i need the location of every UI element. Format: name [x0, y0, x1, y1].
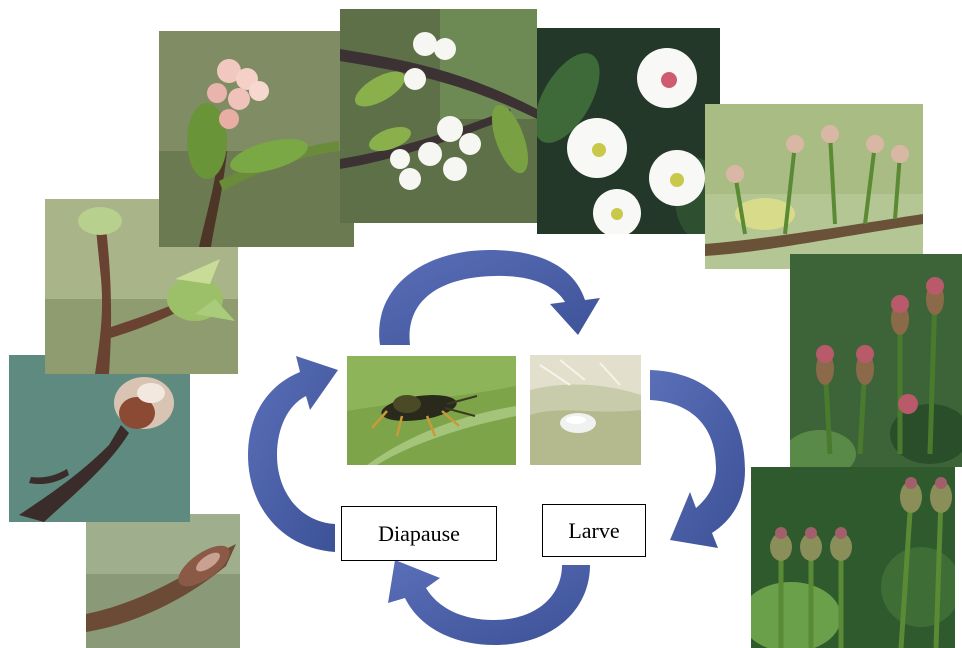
arrow-left	[248, 356, 338, 552]
arrow-right	[650, 370, 745, 548]
arrow-top	[379, 250, 600, 345]
pear-petal-fall-photo	[705, 104, 923, 269]
sawfly-egg-photo	[530, 355, 641, 465]
pear-bud-swelling-photo	[9, 355, 190, 522]
pear-blossom-branch-photo	[340, 9, 537, 223]
pear-full-bloom-photo	[537, 28, 720, 234]
pear-young-fruit-photo	[751, 467, 955, 648]
larve-label: Larve	[542, 504, 646, 557]
pear-sawfly-adult-photo	[347, 356, 516, 465]
pear-pink-flower-buds-photo	[159, 31, 354, 247]
pear-bud-closed-photo	[86, 514, 240, 648]
diapause-label: Diapause	[341, 506, 497, 561]
arrow-bottom	[388, 560, 590, 645]
pear-fruitlet-photo	[790, 254, 962, 467]
